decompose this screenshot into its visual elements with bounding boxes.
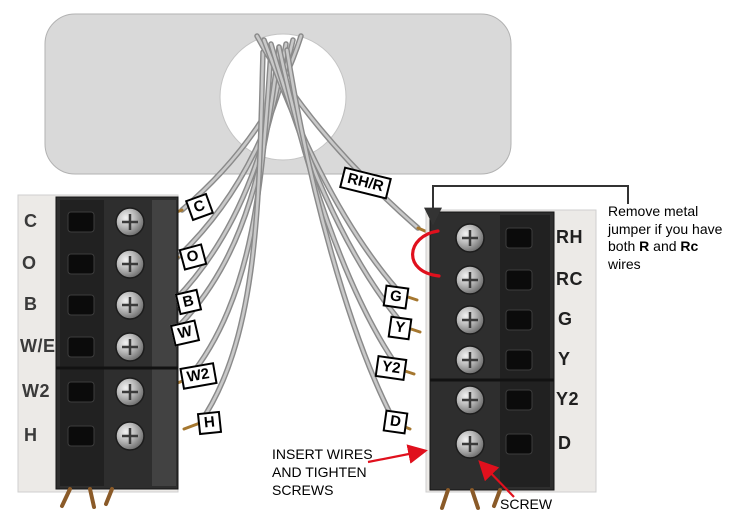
terminal-label-g: G [558, 309, 573, 329]
screw-arrow [478, 460, 515, 498]
insert-wires-note: INSERT WIRES AND TIGHTEN SCREWS [272, 446, 373, 499]
terminal-label-we: W/E [20, 336, 56, 356]
wire-tag-y: Y [387, 315, 413, 341]
metal-jumper [411, 229, 441, 278]
wire-bundle [171, 33, 421, 426]
terminal-label-w2: W2 [22, 381, 50, 401]
wire-tag-y2: Y2 [374, 354, 408, 382]
insert-wires-arrow [367, 444, 428, 464]
wire-tag-g: G [382, 284, 410, 310]
jumper-note-arrow [424, 185, 629, 226]
jumper-note-text-3: wires [608, 255, 641, 272]
wire-hole [219, 33, 347, 161]
wire-tag-d: D [382, 409, 409, 435]
jumper-note-text-1: Remove metal jumper if you have both [608, 203, 723, 254]
left-terminal-block [17, 194, 179, 509]
wire-tag-h: H [196, 410, 222, 436]
right-block-bottom-wires [440, 488, 502, 510]
jumper-note-bold-r: R [639, 238, 650, 254]
terminal-label-c: C [24, 211, 38, 231]
terminal-label-y: Y [558, 349, 571, 369]
screw-note: SCREW [500, 496, 553, 512]
terminal-label-rc: RC [556, 269, 583, 289]
terminal-label-rh: RH [556, 227, 583, 247]
left-block-bottom-wires [60, 487, 114, 509]
terminal-label-y2: Y2 [556, 389, 580, 409]
jumper-note: Remove metal jumper if you have both R a… [608, 203, 730, 273]
terminal-label-o: O [22, 253, 37, 273]
terminal-label-d: D [558, 433, 572, 453]
right-terminal-block [425, 209, 597, 510]
jumper-note-bold-rc: Rc [680, 238, 699, 254]
terminal-label-b: B [24, 294, 38, 314]
terminal-label-h: H [24, 425, 38, 445]
jumper-note-text-2: and [649, 238, 681, 254]
